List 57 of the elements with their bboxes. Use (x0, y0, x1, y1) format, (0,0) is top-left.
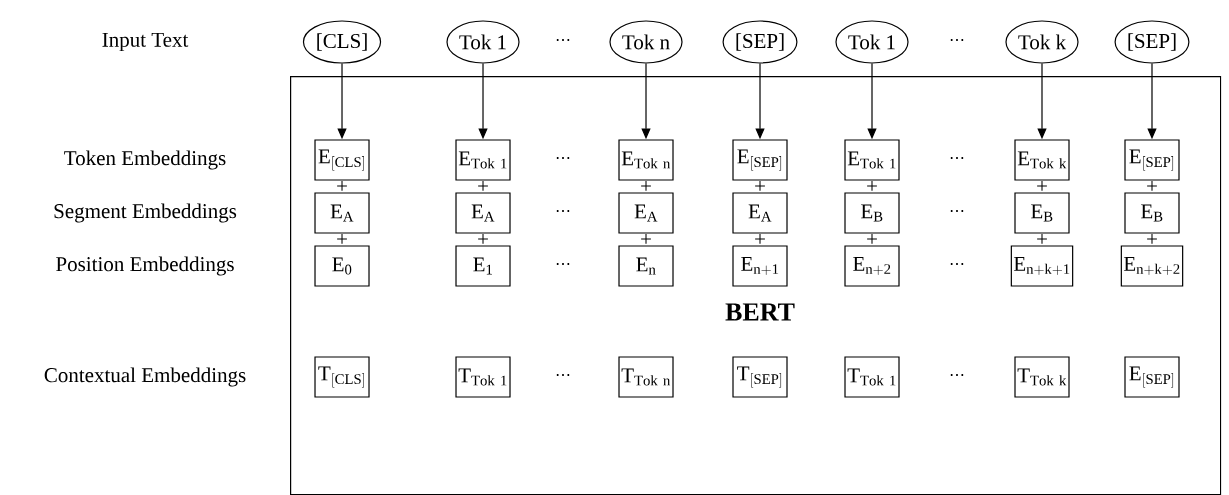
row-label: Input Text (102, 32, 189, 52)
row-label: Segment Embeddings (54, 203, 237, 223)
plus-sign: + (755, 234, 765, 244)
embedding-box: $\mathrm{E}_{\mathrm{[SEP]}}$ (732, 139, 788, 181)
embedding-box: $\mathrm{E}_{\mathrm{A}}$ (732, 192, 788, 234)
embedding-box: $\mathrm{E}_{\mathrm{n+1}}$ (732, 245, 788, 287)
embedding-box: $\mathrm{E}_{\mathrm{Tok\ n}}$ (618, 139, 674, 181)
embedding-box: $\mathrm{E}_{\mathrm{n}}$ (618, 245, 674, 287)
embedding-box: $\mathrm{E}_{\mathrm{A}}$ (455, 192, 511, 234)
plus-sign: + (1037, 234, 1047, 244)
embedding-box: $\mathrm{E}_{\mathrm{A}}$ (618, 192, 674, 234)
embedding-box: $\mathrm{T}_{\mathrm{[CLS]}}$ (314, 356, 370, 398)
embedding-box: $\mathrm{T}_{\mathrm{Tok\ 1}}$ (455, 356, 511, 398)
row-label: Contextual Embeddings (44, 367, 246, 387)
embedding-box: $\mathrm{E}_{\mathrm{[SEP]}}$ (1124, 139, 1180, 181)
embedding-box: $\mathrm{E}_{\mathrm{Tok\ 1}}$ (844, 139, 900, 181)
embedding-box: $\mathrm{E}_{\mathrm{n+k+2}}$ (1120, 245, 1184, 287)
embedding-box: $\mathrm{E}_{\mathrm{B}}$ (844, 192, 900, 234)
embedding-box: $\mathrm{T}_{\mathrm{[SEP]}}$ (732, 356, 788, 398)
embedding-box: $\mathrm{E}_{\mathrm{Tok\ k}}$ (1014, 139, 1070, 181)
ellipsis: ⋯ (556, 374, 570, 376)
ellipsis: ⋯ (950, 263, 964, 265)
ellipsis: ⋯ (950, 39, 964, 41)
embedding-box: $\mathrm{E}_{\mathrm{[SEP]}}$ (1124, 356, 1180, 398)
plus-sign: + (478, 234, 488, 244)
embedding-box: $\mathrm{E}_{\mathrm{n+k+1}}$ (1010, 245, 1074, 287)
plus-sign: + (478, 181, 488, 191)
plus-sign: + (867, 181, 877, 191)
plus-sign: + (641, 181, 651, 191)
embedding-box: $\mathrm{E}_{\mathrm{n+2}}$ (844, 245, 900, 287)
embedding-box: $\mathrm{E}_{\mathrm{B}}$ (1014, 192, 1070, 234)
plus-sign: + (1147, 234, 1157, 244)
embedding-box: $\mathrm{E}_{\mathrm{A}}$ (314, 192, 370, 234)
embedding-box: $\mathrm{T}_{\mathrm{Tok\ k}}$ (1014, 356, 1070, 398)
plus-sign: + (1037, 181, 1047, 191)
ellipsis: ⋯ (950, 374, 964, 376)
row-label: Position Embeddings (56, 256, 234, 276)
embedding-box: $\mathrm{E}_{\mathrm{[CLS]}}$ (314, 139, 370, 181)
ellipsis: ⋯ (556, 210, 570, 212)
embedding-box: $\mathrm{T}_{\mathrm{Tok\ 1}}$ (844, 356, 900, 398)
ellipsis: ⋯ (950, 210, 964, 212)
ellipsis: ⋯ (556, 157, 570, 159)
embedding-box: $\mathrm{E}_{\mathrm{0}}$ (314, 245, 370, 287)
embedding-box: $\mathrm{T}_{\mathrm{Tok\ n}}$ (618, 356, 674, 398)
ellipsis: ⋯ (556, 39, 570, 41)
row-label: Token Embeddings (64, 150, 226, 170)
plus-sign: + (641, 234, 651, 244)
embedding-box: $\mathrm{E}_{\mathrm{B}}$ (1124, 192, 1180, 234)
plus-sign: + (755, 181, 765, 191)
embedding-box: $\mathrm{E}_{\mathrm{Tok\ 1}}$ (455, 139, 511, 181)
plus-sign: + (337, 181, 347, 191)
ellipsis: ⋯ (556, 263, 570, 265)
plus-sign: + (1147, 181, 1157, 191)
ellipsis: ⋯ (950, 157, 964, 159)
plus-sign: + (337, 234, 347, 244)
plus-sign: + (867, 234, 877, 244)
embedding-box: $\mathrm{E}_{\mathrm{1}}$ (455, 245, 511, 287)
